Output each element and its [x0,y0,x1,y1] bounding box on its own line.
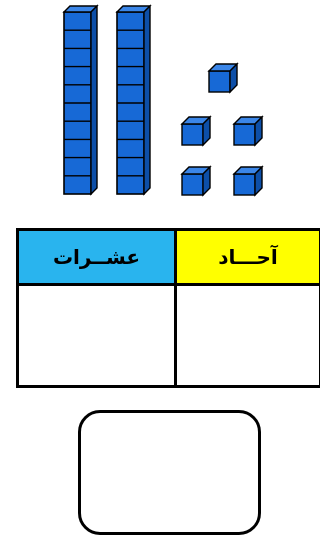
unit-cube [180,165,212,197]
tens-rod [62,4,99,196]
unit-cube [232,165,264,197]
unit-cube [207,62,239,94]
tens-header: عشــرات [16,228,177,286]
ones-header: آحـــاد [174,228,320,286]
tens-rod [115,4,152,196]
base-ten-blocks [62,4,264,197]
unit-cube [232,115,264,147]
ones-cell[interactable] [174,283,320,388]
unit-cube [180,115,212,147]
tens-cell[interactable] [16,283,177,388]
answer-box[interactable] [78,410,261,535]
place-value-table: عشــرات آحـــاد [16,228,320,388]
